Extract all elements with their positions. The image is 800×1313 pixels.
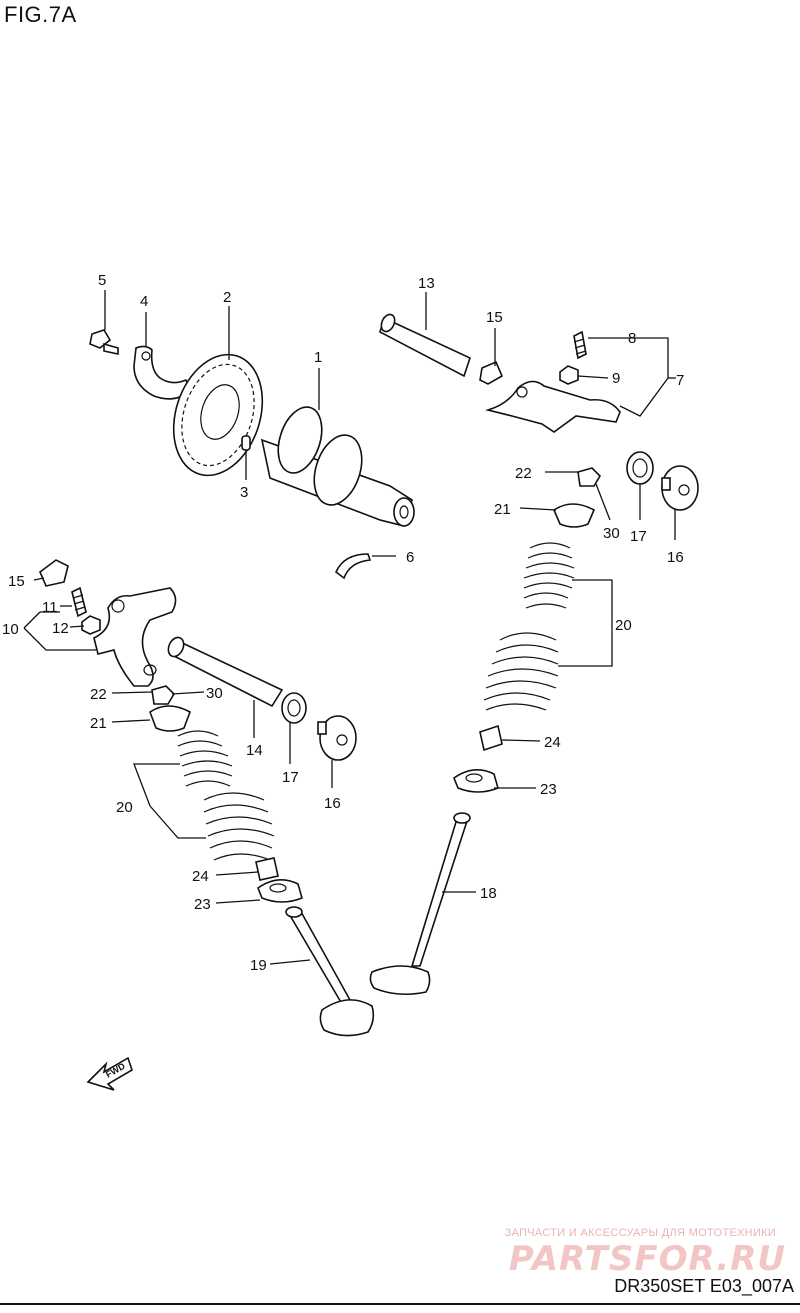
callout-5: 5	[98, 272, 106, 289]
part-23-seat-left	[257, 879, 303, 903]
part-24-seal-left	[255, 857, 279, 881]
part-18-valve-exhaust	[369, 812, 471, 996]
callout-20-left: 20	[116, 799, 133, 816]
callout-3: 3	[240, 484, 248, 501]
callout-7: 7	[676, 372, 684, 389]
callout-17-left: 17	[282, 769, 299, 786]
watermark-text: ЗАПЧАСТИ И АКСЕССУАРЫ ДЛЯ МОТОТЕХНИКИ	[504, 1227, 776, 1239]
callout-13: 13	[418, 275, 435, 292]
part-16-cap-right	[661, 465, 699, 511]
part-10-rocker-arm-left	[93, 587, 177, 687]
callout-22-left: 22	[90, 686, 107, 703]
callout-9: 9	[612, 370, 620, 387]
callout-19: 19	[250, 957, 267, 974]
callout-16-right: 16	[667, 549, 684, 566]
callout-6: 6	[406, 549, 414, 566]
callout-23-right: 23	[540, 781, 557, 798]
callout-15-top: 15	[486, 309, 503, 326]
callout-12: 12	[52, 620, 69, 637]
part-19-valve-intake	[285, 906, 375, 1037]
part-20-springs-right	[483, 542, 575, 711]
callout-11: 11	[42, 599, 58, 616]
bottom-frame-line	[0, 1303, 800, 1305]
part-14-rocker-shaft-left	[167, 636, 284, 708]
callout-2: 2	[223, 289, 231, 306]
callout-21-right: 21	[494, 501, 511, 518]
part-23-seat-right	[453, 769, 499, 793]
callout-15-left: 15	[8, 573, 25, 590]
part-20-springs-left	[177, 730, 275, 861]
part-22-keeper-right	[577, 467, 602, 487]
part-9-nut	[559, 365, 579, 385]
fwd-arrow-icon: FWD	[86, 1056, 133, 1091]
part-3-pin	[241, 435, 251, 451]
part-16-cap-left	[317, 715, 357, 761]
part-24-seal-right	[479, 724, 503, 752]
part-11-adjuster-screw-left	[71, 586, 87, 618]
part-7-rocker-arm-top	[484, 380, 621, 433]
part-2-sprocket	[172, 353, 264, 477]
callout-14: 14	[246, 742, 263, 759]
callout-24-left: 24	[192, 868, 209, 885]
part-1-camshaft	[260, 406, 415, 527]
part-17-seal-left	[281, 692, 307, 724]
callout-21-left: 21	[90, 715, 107, 732]
part-21-retainer-left	[149, 705, 191, 732]
callout-16-left: 16	[324, 795, 341, 812]
callout-24-right: 24	[544, 734, 561, 751]
part-8-adjuster-screw	[573, 330, 587, 360]
part-12-nut-left	[81, 615, 101, 635]
callout-20-right: 20	[615, 617, 632, 634]
part-4-bracket	[133, 345, 191, 400]
callout-18: 18	[480, 885, 497, 902]
part-15-o-ring-top	[479, 360, 504, 385]
drawing-code: DR350SET E03_007A	[614, 1276, 794, 1296]
callout-labels: 5 4 2 3 1 6 13 15 8 9 7 22 30 21 17 16 2…	[2, 272, 684, 974]
part-13-rocker-shaft	[379, 313, 471, 378]
part-5-bolt	[89, 329, 119, 355]
callout-23-left: 23	[194, 896, 211, 913]
callout-22-right: 22	[515, 465, 532, 482]
callout-17-right: 17	[630, 528, 647, 545]
callout-8: 8	[628, 330, 636, 347]
part-6-clip	[335, 553, 372, 580]
callout-30-left: 30	[206, 685, 223, 702]
part-17-seal-right	[626, 451, 654, 485]
part-15-o-ring-left	[39, 559, 69, 587]
figure-title: FIG.7A	[4, 2, 77, 27]
callout-1: 1	[314, 349, 322, 366]
callout-10: 10	[2, 621, 19, 638]
leader-lines	[23, 290, 676, 965]
callout-30-right: 30	[603, 525, 620, 542]
part-21-retainer-right	[553, 503, 596, 528]
watermark-logo: PARTSFOR.RU	[508, 1239, 786, 1279]
callout-4: 4	[140, 293, 148, 310]
part-22-keeper-left	[151, 685, 176, 705]
